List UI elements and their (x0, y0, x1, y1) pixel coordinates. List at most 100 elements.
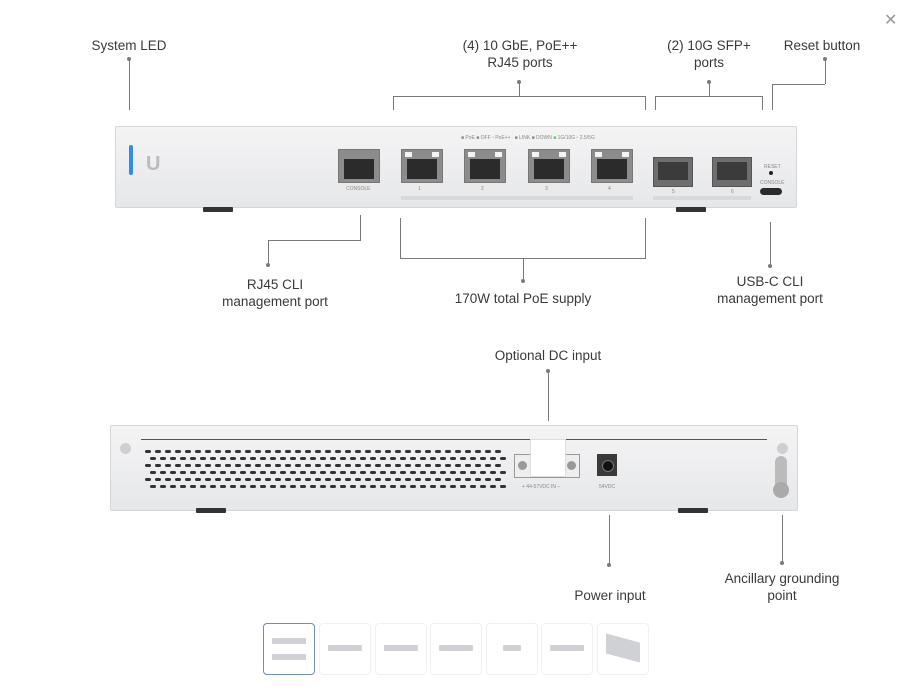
leader-line (393, 96, 394, 110)
vent-slot (260, 471, 266, 474)
vent-slot (185, 478, 191, 481)
vent-slot (220, 485, 226, 488)
vent-slot (485, 464, 491, 467)
vent-slot (145, 478, 151, 481)
console-label: CONSOLE (346, 186, 371, 192)
vent-slot (290, 471, 296, 474)
thumbnail-4[interactable] (430, 623, 482, 675)
vent-slot (480, 457, 486, 460)
vent-slot (270, 485, 276, 488)
thumbnail-6[interactable] (541, 623, 593, 675)
vent-slot (465, 464, 471, 467)
vent-slot (470, 471, 476, 474)
vent-slot (470, 485, 476, 488)
vent-slot (395, 478, 401, 481)
label-rj45-ports: (4) 10 GbE, PoE++RJ45 ports (440, 37, 600, 71)
rj45-port-1 (401, 149, 443, 183)
thumbnail-5[interactable] (486, 623, 538, 675)
vent-slot (490, 471, 496, 474)
vent-slot (315, 478, 321, 481)
leader-line (128, 58, 130, 110)
thumbnail-image (384, 645, 418, 651)
vent-slot (330, 471, 336, 474)
leader-line (608, 515, 610, 565)
vent-slot (355, 464, 361, 467)
leader-line (645, 96, 646, 110)
vent-slot (170, 457, 176, 460)
vent-slot (275, 450, 281, 453)
vent-slot (400, 471, 406, 474)
vent-slot (425, 478, 431, 481)
vent-slot (250, 485, 256, 488)
thumbnail-3[interactable] (375, 623, 427, 675)
vent-slot (220, 457, 226, 460)
leader-line (393, 96, 646, 97)
sfp-port-5 (653, 157, 693, 187)
vent-slot (465, 478, 471, 481)
vent-slot (255, 450, 261, 453)
vent-slot (190, 457, 196, 460)
thumbnail-1[interactable] (263, 623, 315, 675)
vent-slot (410, 485, 416, 488)
vent-slot (240, 457, 246, 460)
vent-slot (340, 457, 346, 460)
jack-hole (602, 460, 614, 472)
label-poe-supply: 170W total PoE supply (454, 291, 592, 306)
vent-slot (150, 457, 156, 460)
vent-slot (300, 457, 306, 460)
vent-slot (430, 457, 436, 460)
vent-slot (390, 471, 396, 474)
vent-slot (175, 450, 181, 453)
vent-slot (440, 457, 446, 460)
vent-slot (495, 464, 501, 467)
vent-slot (500, 457, 506, 460)
port-label: 1 (418, 186, 421, 192)
vent-slot (450, 457, 456, 460)
vent-slot (445, 464, 451, 467)
vent-slot (200, 457, 206, 460)
vent-slot (360, 457, 366, 460)
vent-slot (360, 485, 366, 488)
vent-slot (325, 464, 331, 467)
vent-slot (385, 478, 391, 481)
vent-slot (415, 450, 421, 453)
vent-slot (370, 457, 376, 460)
console-rj45-port (338, 149, 380, 183)
vent-slot (180, 471, 186, 474)
leader-line (708, 82, 710, 96)
vent-slot (420, 457, 426, 460)
vent-slot (400, 485, 406, 488)
vent-slot (160, 471, 166, 474)
thumbnail-2[interactable] (319, 623, 371, 675)
vent-slot (445, 450, 451, 453)
label-power-input: Power input (574, 588, 646, 603)
label-line: point (767, 588, 797, 603)
label-line: (2) 10G SFP+ (667, 38, 751, 53)
terminal-screw-icon (567, 461, 576, 470)
vent-slot (435, 464, 441, 467)
vent-slot (450, 485, 456, 488)
close-button[interactable]: ✕ (884, 12, 898, 29)
vent-slot (185, 464, 191, 467)
leader-dot (768, 264, 772, 268)
vent-slot (240, 471, 246, 474)
port-label: 2 (481, 186, 484, 192)
vent-slot (455, 478, 461, 481)
thumbnail-7[interactable] (597, 623, 649, 675)
vent-slot (190, 471, 196, 474)
vent-slot (345, 478, 351, 481)
vent-slot (350, 471, 356, 474)
vent-slot (210, 471, 216, 474)
vent-slot (435, 450, 441, 453)
vent-slot (320, 471, 326, 474)
vent-slot (455, 464, 461, 467)
vent-slot (215, 464, 221, 467)
vent-slot (420, 485, 426, 488)
screw-icon (120, 443, 131, 454)
vent-slot (245, 450, 251, 453)
vent-slot (390, 457, 396, 460)
vent-slot (355, 478, 361, 481)
vent-slot (415, 464, 421, 467)
vent-slot (490, 457, 496, 460)
